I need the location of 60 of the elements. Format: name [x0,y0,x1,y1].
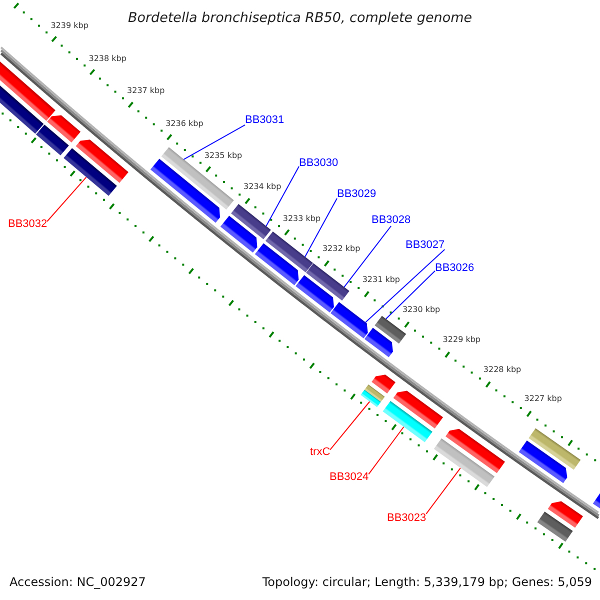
gene-bar [231,204,271,240]
tick-label: 3230 kbp [402,306,440,314]
leader-line [385,270,436,320]
gene-block [372,374,396,394]
gene-bar [374,316,406,344]
tick-label: 3233 kbp [282,214,321,223]
gene-label: BB3026 [435,262,474,274]
gene-block [47,115,81,142]
diagram-title: Bordetella bronchiseptica RB50, complete genome [128,12,472,25]
gene-label: BB3028 [372,215,411,226]
tick-label: 3238 kbp [88,54,126,63]
gene-bar [0,85,44,134]
gene-block [330,302,368,338]
gene-block [446,428,505,474]
gene-label: BB3030 [299,158,338,169]
tick-label: 3229 kbp [442,336,480,344]
gene-label: BB3029 [337,188,376,200]
tick-label: 3232 kbp [322,245,360,254]
gene-label: BB3032 [8,218,48,230]
gene-block [76,140,128,183]
leader-line [266,166,300,227]
tick-label: 3239 kbp [50,22,88,30]
gene-bar [528,428,581,470]
gene-bar [382,400,432,442]
gene-bar [36,124,69,156]
gene-block [0,62,56,121]
gene-bar [265,231,313,272]
leader-line [330,401,370,450]
gene-block [254,243,299,286]
gene-block [592,493,600,508]
gene-label: BB3027 [406,240,445,251]
tick-label: 3231 kbp [362,276,400,284]
gene-block [393,390,444,429]
gene-bar [537,512,573,542]
tick-label: 3228 kbp [483,366,522,374]
gene-bar [64,148,117,196]
tick-label: 3227 kbp [524,395,562,404]
genome-summary-label: Topology: circular; Length: 5,339,179 bp; Genes: 5,059 [262,576,592,588]
gene-block [548,501,583,528]
leader-line [304,198,338,258]
accession-label: Accession: NC_002927 [10,576,146,588]
tick-label: 3235 kbp [204,152,242,160]
gene-bar [360,384,385,408]
gene-block [518,440,568,484]
gene-bar [306,263,350,301]
leader-line [365,248,446,323]
gene-bar [434,438,495,488]
gene-block [150,158,220,223]
gene-label: BB3024 [330,472,369,483]
gene-block [296,275,334,313]
leader-line [368,426,404,475]
gene-label: trxC [310,447,330,458]
gene-block [220,216,258,253]
tick-label: 3236 kbp [166,120,204,128]
gene-label: BB3031 [245,114,284,126]
tick-label: 3234 kbp [244,183,282,192]
tick-label: 3237 kbp [127,87,165,96]
leader-line [426,468,461,514]
gene-block [364,328,393,358]
gene-label: BB3023 [387,512,426,524]
